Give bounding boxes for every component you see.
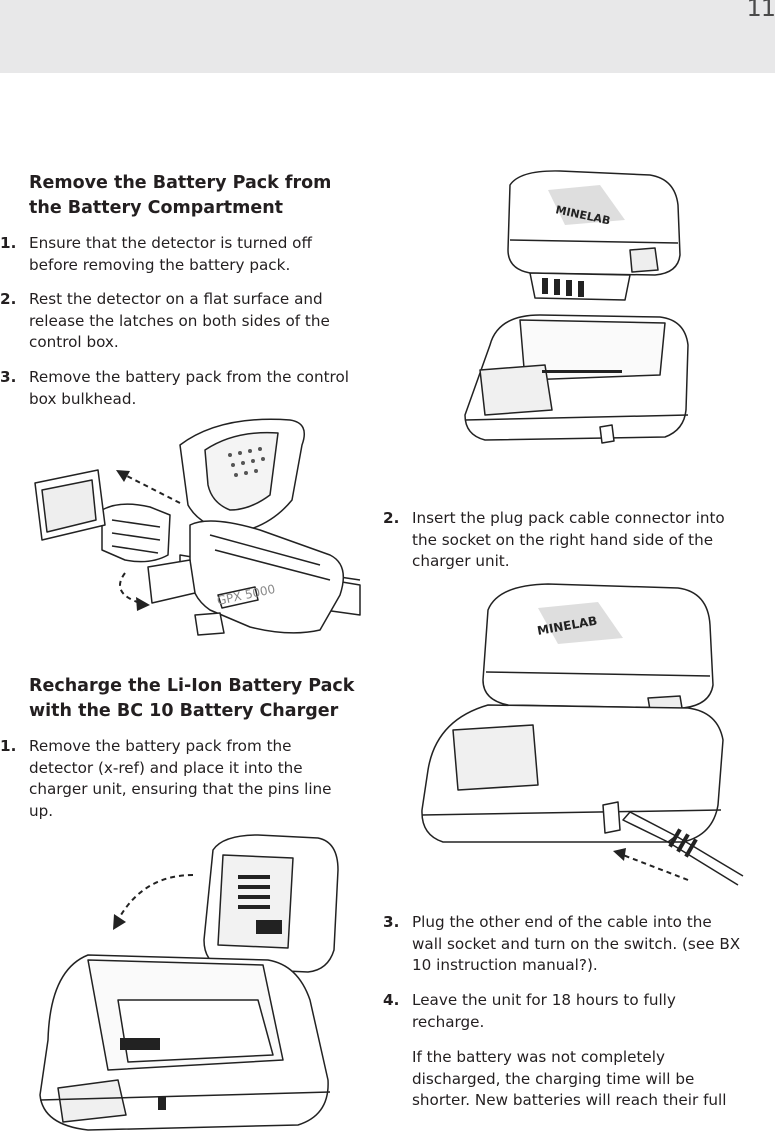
step-number: 4. xyxy=(383,991,400,1009)
page-number: 11 xyxy=(746,0,775,22)
step-text: Leave the unit for 18 hours to fully rec… xyxy=(412,991,676,1031)
charger-with-plug-illustration: MINELAB xyxy=(421,583,744,886)
step-number: 1. xyxy=(0,234,17,252)
step-item: 3. Remove the battery pack from the cont… xyxy=(0,367,364,410)
battery-to-charger-illustration xyxy=(39,834,339,1131)
step-item: 1. Remove the battery pack from the dete… xyxy=(0,736,359,822)
step-number: 3. xyxy=(383,913,400,931)
step-text: Remove the battery pack from the control… xyxy=(29,368,349,408)
note-paragraph: If the battery was not completely discha… xyxy=(412,1048,727,1109)
step-text: Ensure that the detector is turned off b… xyxy=(29,234,312,274)
battery-on-charger-illustration: MINELAB xyxy=(464,170,689,444)
section-heading-remove-battery: Remove the Battery Pack from the Battery… xyxy=(29,173,332,218)
step-item: 4. Leave the unit for 18 hours to fully … xyxy=(383,990,742,1033)
step-text: Rest the detector on a flat surface and … xyxy=(29,290,330,351)
step-number: 3. xyxy=(0,368,17,386)
section-heading-recharge: Recharge the Li-Ion Battery Pack with th… xyxy=(29,676,355,721)
step-item: 2. Insert the plug pack cable connector … xyxy=(383,508,742,573)
header-band xyxy=(0,0,775,73)
step-number: 2. xyxy=(0,290,17,308)
step-text: Insert the plug pack cable connector int… xyxy=(412,509,725,570)
step-item: 2. Rest the detector on a flat surface a… xyxy=(0,289,359,354)
detector-control-box-illustration: GPX 5000 xyxy=(34,418,361,636)
step-item: 3. Plug the other end of the cable into … xyxy=(383,912,742,977)
step-number: 1. xyxy=(0,737,17,755)
step-number: 2. xyxy=(383,509,400,527)
step-text: Plug the other end of the cable into the… xyxy=(412,913,741,974)
step-item: 1. Ensure that the detector is turned of… xyxy=(0,233,359,276)
step-text: Remove the battery pack from the detecto… xyxy=(29,737,332,820)
